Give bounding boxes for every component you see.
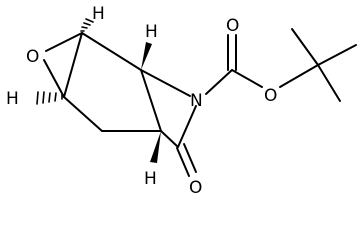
bond-carbamate-carbon-ester-oxygen xyxy=(231,69,263,88)
hydrogen-epoxide-left-label: H xyxy=(6,89,19,109)
wedge-bond-bridgehead-bottom-h xyxy=(150,131,161,163)
bond-lactam-co-a xyxy=(176,147,190,177)
bond-bridgehead-top-nitrogen xyxy=(140,69,191,97)
bond-c-epoxide-top-c-bridgehead-top xyxy=(81,32,142,71)
hydrogen-bridgehead-bottom-label: H xyxy=(144,169,157,189)
hashed-bond-epoxide-left-h xyxy=(36,91,63,105)
wedge-bond-bridgehead-top-h xyxy=(141,42,152,70)
hydrogen-epoxide-top-label: H xyxy=(92,4,105,24)
epoxide-oxygen-label: O xyxy=(26,47,39,67)
hashed-bond-epoxide-top-h xyxy=(80,18,94,32)
bond-bridgehead-top-bridgehead-bottom xyxy=(140,69,162,132)
bond-epoxide-carbons xyxy=(63,32,83,98)
bond-o-epoxide-c-top xyxy=(45,32,83,52)
carbamate-ester-oxygen-label: O xyxy=(264,86,277,106)
lactam-carbonyl-oxygen-label: O xyxy=(189,178,202,198)
hydrogen-bridgehead-top-label: H xyxy=(145,22,158,42)
bond-tert-carbon-methyl-bottom xyxy=(317,64,341,102)
amide-nitrogen-label: N xyxy=(190,91,203,111)
carbamate-carbonyl-oxygen-label: O xyxy=(226,16,239,36)
bond-nitrogen-carbamate-carbon xyxy=(205,69,233,95)
bond-c-epoxide-left-ch2 xyxy=(63,96,103,132)
molecule-structure: O N O O O H H H H xyxy=(6,4,357,198)
bond-lactam-co-b xyxy=(183,143,197,173)
bond-ester-oxygen-tert-carbon xyxy=(279,64,319,88)
bond-tert-carbon-methyl-right xyxy=(317,44,357,66)
bond-tert-carbon-methyl-top xyxy=(291,28,319,66)
bond-bridgehead-bottom-lactam-carbonyl xyxy=(160,130,179,148)
bond-nitrogen-lactam-carbonyl xyxy=(177,105,197,148)
bond-o-epoxide-c-left xyxy=(43,59,65,98)
